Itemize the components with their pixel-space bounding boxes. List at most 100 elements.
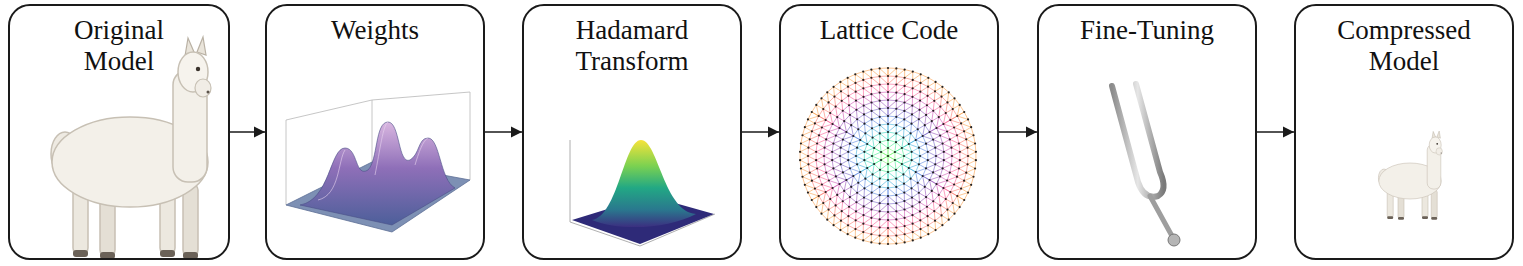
lattice-point	[932, 200, 934, 202]
lattice-edge	[888, 180, 889, 188]
lattice-point	[918, 201, 920, 203]
lattice-edge	[923, 136, 933, 140]
lattice-edge	[912, 211, 920, 215]
lattice-edge	[863, 224, 871, 226]
lattice-edge	[911, 179, 918, 183]
lattice-edge	[920, 216, 927, 220]
lattice-point	[940, 214, 942, 216]
lattice-edge	[888, 204, 889, 212]
lattice-edge	[964, 127, 971, 131]
lattice-edge	[812, 196, 819, 200]
lattice-edge	[896, 174, 903, 178]
lattice-edge	[959, 152, 960, 160]
lattice-edge	[912, 110, 920, 115]
lattice-edge	[850, 193, 857, 197]
lattice-edge	[905, 72, 913, 78]
lattice-edge	[944, 152, 952, 156]
lattice-edge	[846, 176, 853, 180]
lattice-edge	[872, 125, 880, 128]
lattice-point	[903, 217, 905, 219]
lattice-edge	[846, 132, 853, 136]
lattice-edge	[888, 164, 889, 172]
lattice-edge	[932, 191, 939, 195]
lattice-edge	[812, 177, 819, 181]
lattice-edge	[888, 160, 895, 164]
lattice-edge	[808, 143, 817, 147]
lattice-edge	[823, 192, 825, 203]
lattice-edge	[865, 174, 872, 178]
lattice-edge	[954, 185, 961, 189]
lattice-edge	[896, 109, 904, 111]
lattice-edge	[896, 128, 904, 133]
lattice-edge	[958, 143, 960, 151]
lattice-edge	[836, 101, 842, 107]
lattice-edge	[826, 168, 833, 172]
lattice-edge	[855, 211, 856, 220]
lattice-point	[949, 119, 951, 121]
lattice-edge	[880, 116, 888, 118]
tuning-fork	[1112, 84, 1180, 246]
lattice-edge	[827, 92, 828, 102]
lattice-edge	[833, 184, 840, 188]
lattice-edge	[871, 218, 879, 220]
lattice-edge	[879, 125, 880, 133]
lattice-edge	[905, 70, 913, 72]
lattice-edge	[871, 226, 872, 234]
lattice-edge	[935, 221, 937, 230]
lattice-edge	[933, 201, 934, 211]
lattice-edge	[871, 210, 872, 218]
lattice-point	[870, 85, 872, 87]
lattice-edge	[896, 193, 904, 196]
lattice-point	[804, 184, 806, 186]
lattice-edge	[961, 123, 971, 127]
lattice-edge	[871, 68, 879, 69]
lattice-edge	[880, 228, 888, 236]
lattice-point	[800, 142, 802, 144]
lattice-edge	[888, 236, 889, 244]
lattice-edge	[920, 202, 927, 207]
lattice-edge	[954, 127, 964, 131]
lattice-point	[927, 77, 929, 79]
lattice-point	[895, 108, 897, 110]
lattice-edge	[925, 180, 930, 187]
lattice-point	[807, 155, 809, 157]
lattice-edge	[888, 172, 896, 179]
lattice-edge	[911, 172, 916, 179]
lattice-edge	[863, 80, 871, 86]
lattice-point	[946, 208, 948, 210]
lattice-edge	[957, 135, 966, 139]
lattice-point	[952, 202, 954, 204]
lattice-edge	[896, 184, 904, 187]
lattice-edge	[902, 148, 912, 152]
lattice-edge	[902, 164, 909, 168]
lattice-edge	[895, 160, 902, 164]
lattice-point	[917, 128, 919, 130]
lattice-edge	[957, 196, 959, 207]
lattice-edge	[933, 101, 934, 111]
lattice-edge	[935, 144, 942, 148]
lattice-edge	[880, 179, 888, 180]
lattice-edge	[911, 114, 912, 123]
lattice-edge	[865, 133, 872, 137]
lattice-edge	[944, 156, 952, 160]
lattice-edge	[896, 93, 904, 95]
lattice-edge	[947, 210, 948, 220]
lattice-edge	[801, 164, 809, 168]
lattice-edge	[856, 202, 857, 211]
lattice-edge	[824, 152, 832, 156]
lattice-edge	[928, 82, 936, 87]
lattice-edge	[920, 101, 927, 106]
lattice-point	[918, 147, 920, 149]
lattice-edge	[829, 102, 836, 106]
lattice-edge	[966, 139, 967, 147]
lattice-edge	[896, 133, 903, 137]
lattice-edge	[966, 135, 973, 139]
lattice-edge	[802, 135, 809, 139]
lattice-point	[938, 116, 940, 118]
lattice-edge	[872, 193, 880, 196]
lattice-edge	[848, 207, 850, 216]
lattice-edge	[880, 101, 888, 108]
lattice-edge	[925, 187, 932, 191]
lattice-edge	[856, 148, 857, 156]
lattice-edge	[926, 115, 932, 121]
